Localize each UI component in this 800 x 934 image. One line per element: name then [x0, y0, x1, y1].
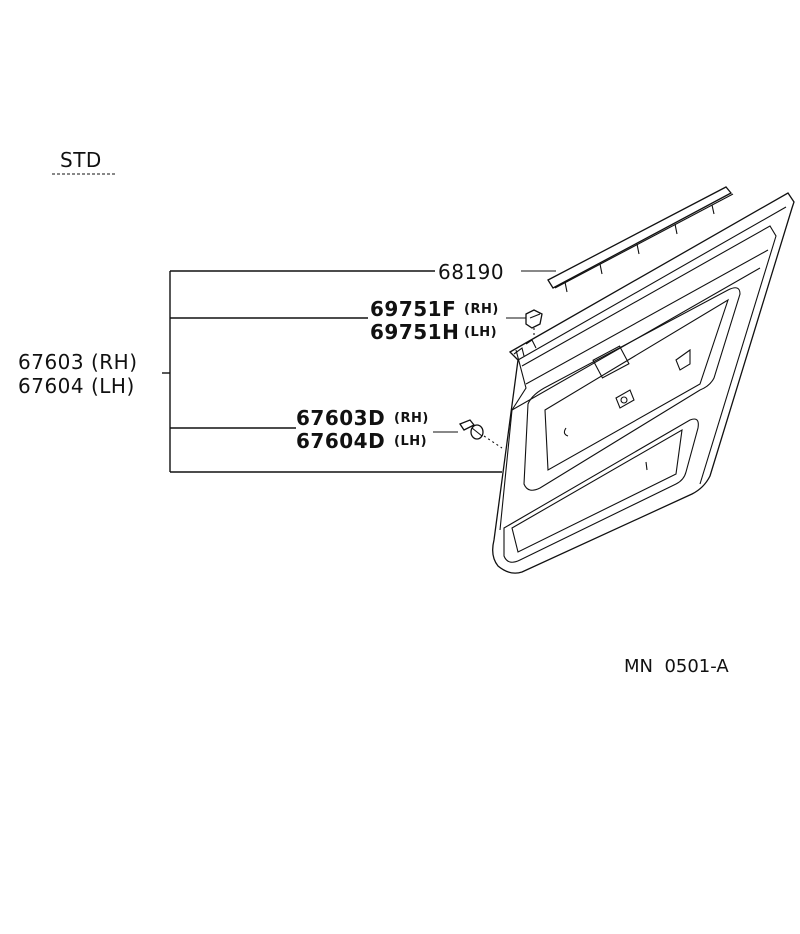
part-number-69751F: 69751F [370, 297, 457, 321]
part-number-67603-side: (RH) [90, 350, 138, 374]
diagram-code: MN 0501-A [624, 656, 729, 677]
screw-67603D [459, 419, 484, 440]
part-side-69751H: (LH) [464, 325, 498, 340]
part-number-67604: 67604 (LH) [18, 376, 135, 396]
variant-label: STD [60, 148, 102, 172]
part-side-67604D: (LH) [394, 434, 428, 449]
part-number-67603D: 67603D [296, 406, 386, 430]
part-number-67603-number: 67603 [18, 350, 85, 374]
clip-69751 [525, 309, 543, 329]
part-number-67603: 67603 (RH) [18, 352, 138, 372]
part-number-69751H: 69751H [370, 320, 460, 344]
part-number-67604-side: (LH) [90, 374, 135, 398]
part-number-67604D: 67604D [296, 429, 386, 453]
door-trim-panel [492, 192, 795, 574]
leader-lines [433, 270, 556, 449]
part-number-68190: 68190 [438, 260, 505, 284]
assembly-bracket [162, 270, 502, 473]
part-side-67603D: (RH) [394, 411, 429, 426]
weatherstrip-68190 [547, 186, 734, 293]
part-number-67604-number: 67604 [18, 374, 85, 398]
part-side-69751F: (RH) [464, 302, 499, 317]
